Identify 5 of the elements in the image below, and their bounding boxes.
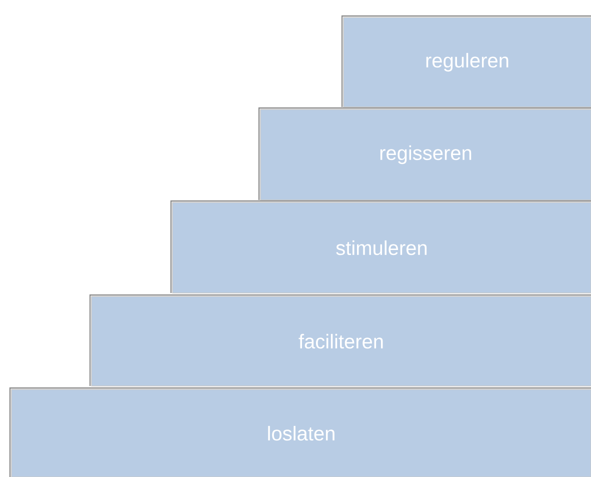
step-box: loslaten bbox=[9, 387, 591, 477]
step-box: stimuleren bbox=[170, 200, 591, 294]
step-box: faciliteren bbox=[89, 294, 591, 386]
step-box: reguleren bbox=[341, 15, 591, 108]
step-box: regisseren bbox=[258, 107, 591, 200]
